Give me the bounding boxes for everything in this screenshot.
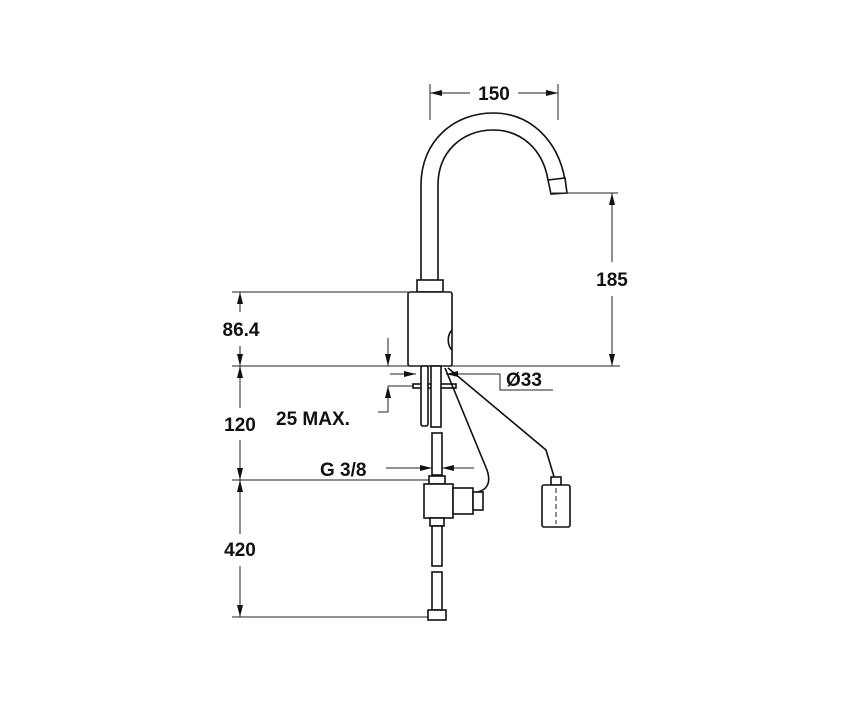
dimension-deck-to-valve: 120 — [224, 366, 256, 480]
battery-cable — [447, 367, 556, 481]
supply-hose — [423, 432, 484, 621]
dimension-deck-thickness: 25 MAX. — [276, 338, 420, 430]
mounting-hardware — [412, 365, 457, 428]
battery-box — [541, 476, 571, 528]
label-185: 185 — [596, 270, 628, 291]
dimension-thread: G 3/8 — [320, 460, 474, 481]
label-150: 150 — [478, 84, 510, 105]
dimension-spout-reach: 150 — [429, 84, 559, 120]
label-diameter-33: Ø33 — [506, 370, 542, 391]
dimension-spout-height: 185 — [552, 192, 628, 366]
collar — [416, 279, 444, 293]
sensor-body — [407, 291, 453, 367]
label-120: 120 — [224, 415, 256, 436]
label-86-4: 86.4 — [223, 320, 260, 341]
solenoid-cable — [444, 367, 490, 493]
label-25-max: 25 MAX. — [276, 409, 350, 430]
label-g-3-8: G 3/8 — [320, 460, 366, 481]
sensor-window — [447, 329, 453, 351]
label-420: 420 — [224, 540, 256, 561]
dimension-hose-length: 420 — [224, 480, 256, 617]
spout — [420, 112, 568, 282]
dimension-body-height: 86.4 — [223, 292, 260, 366]
